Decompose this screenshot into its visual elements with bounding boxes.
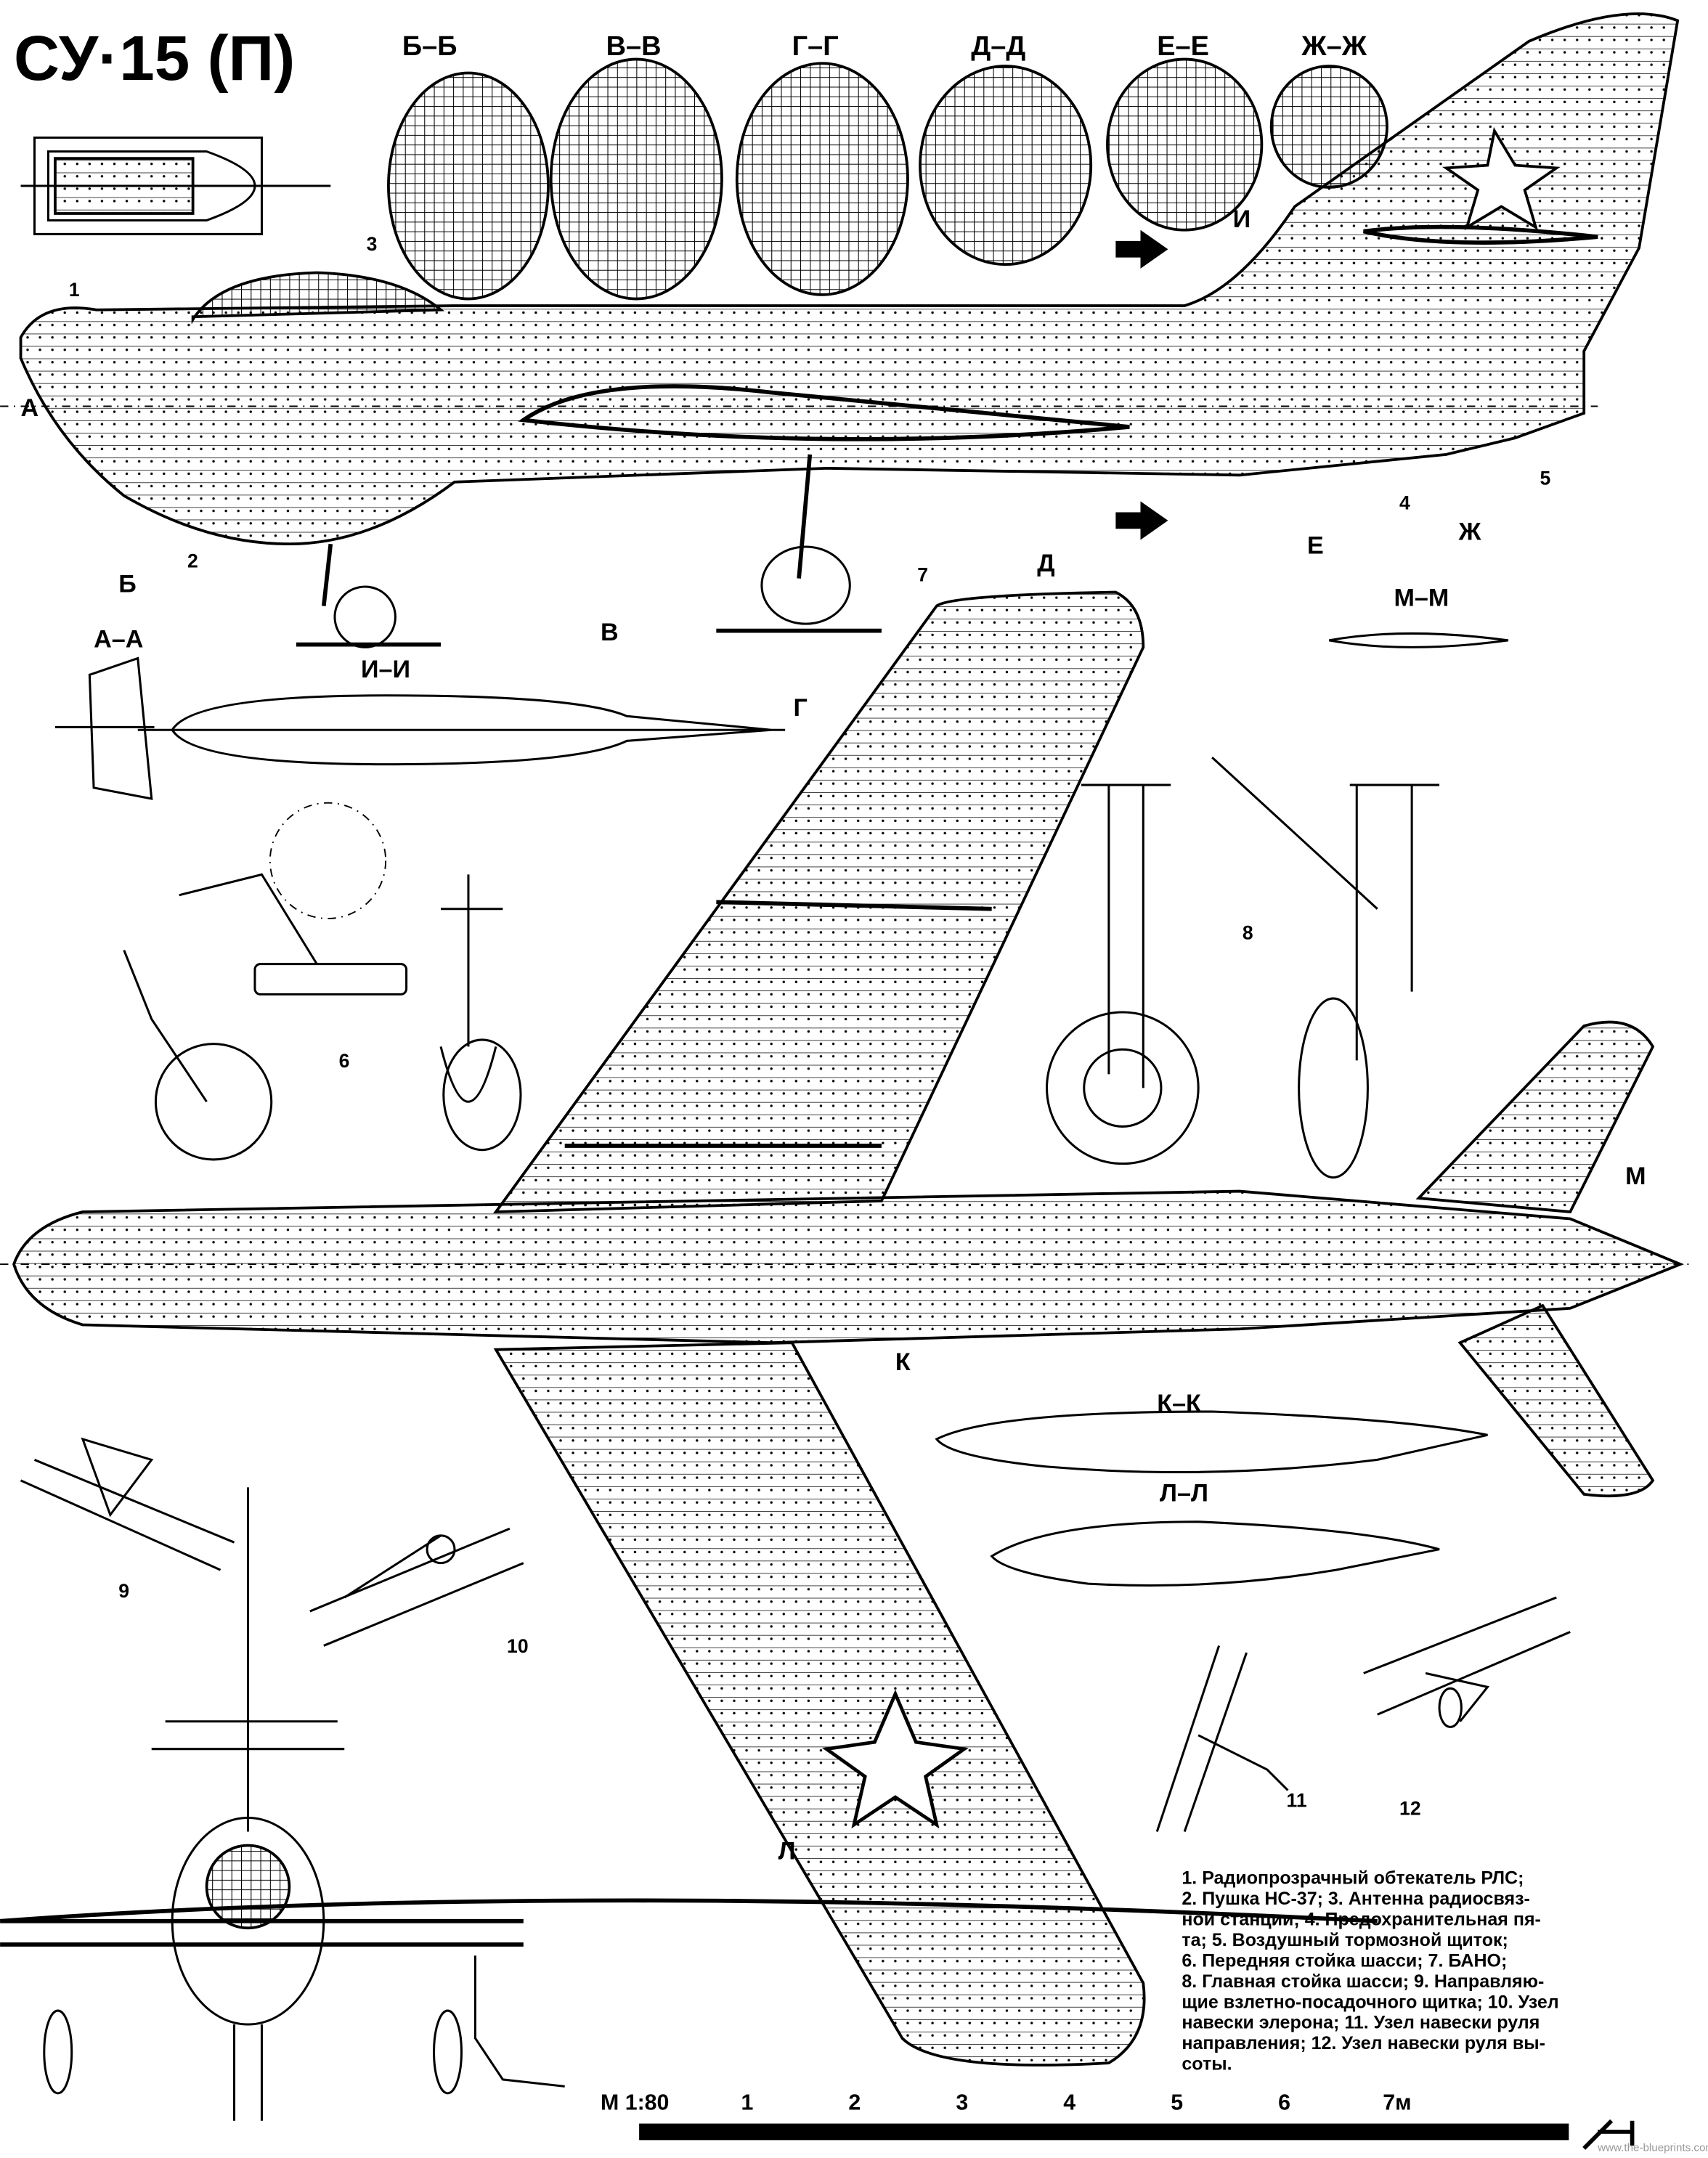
plan-view bbox=[0, 590, 1694, 2067]
section-label-dd: Д–Д bbox=[971, 31, 1025, 62]
callout-2: 2 bbox=[187, 550, 198, 571]
cut-marker-e: Е bbox=[1307, 532, 1324, 559]
section-label-aa: А–А bbox=[94, 625, 143, 653]
section-label-bb: Б–Б bbox=[402, 31, 458, 62]
small-sections: А–А И–И М–М bbox=[54, 585, 1509, 800]
section-gg bbox=[735, 62, 909, 296]
plan-fuselage bbox=[12, 1189, 1685, 1345]
cut-marker-zh: Ж bbox=[1458, 518, 1482, 545]
legend-line: 1. Радиопрозрачный обтекатель РЛС; bbox=[1182, 1868, 1524, 1889]
front-intake bbox=[171, 1817, 325, 2026]
red-star-insignia bbox=[1442, 126, 1561, 231]
scale-tick: 5 bbox=[1171, 2091, 1183, 2115]
cut-marker-k: К bbox=[895, 1348, 911, 1376]
legend-line: щие взлетно-посадочного щитка; 10. Узел bbox=[1182, 1992, 1558, 2012]
scale-tick: 6 bbox=[1278, 2091, 1290, 2115]
side-fuselage bbox=[19, 12, 1680, 546]
legend-line: направления; 12. Узел навески руля вы- bbox=[1182, 2033, 1545, 2053]
cut-marker-v: В bbox=[601, 619, 619, 646]
main-gear-wheel bbox=[1046, 1011, 1200, 1165]
callout-12: 12 bbox=[1399, 1798, 1421, 1820]
section-bb bbox=[387, 71, 550, 301]
scale-label: М 1:80 bbox=[601, 2091, 669, 2115]
legend-line: соты. bbox=[1182, 2054, 1232, 2074]
cut-marker-g: Г bbox=[794, 694, 808, 722]
legend-line: навески элерона; 11. Узел навески руля bbox=[1182, 2013, 1540, 2033]
legend-line: 6. Передняя стойка шасси; 7. БАНО; bbox=[1182, 1950, 1507, 1971]
callouts: 1 2 3 4 5 6 7 8 9 10 11 12 bbox=[69, 233, 1551, 1820]
scale-tick: 3 bbox=[956, 2091, 968, 2115]
callout-3: 3 bbox=[367, 233, 378, 255]
legend-line: ной станции; 4. Предохранительная пя- bbox=[1182, 1909, 1540, 1929]
wing-star-insignia bbox=[821, 1689, 969, 1829]
callout-11: 11 bbox=[1287, 1789, 1307, 1811]
section-vv bbox=[549, 57, 723, 301]
plan-wing-left bbox=[493, 590, 1145, 1214]
scale-tick: 1 bbox=[741, 2091, 753, 2115]
cross-sections-row: Б–Б В–В Г–Г Д–Д Е–Е Ж–Ж bbox=[387, 31, 1388, 301]
scale-bar: М 1:80 1 2 3 4 5 6 7м bbox=[601, 2091, 1635, 2150]
legend-line: та; 5. Воздушный тормозной щиток; bbox=[1182, 1930, 1508, 1950]
side-view bbox=[0, 12, 1680, 648]
section-label-ii: И–И bbox=[361, 656, 410, 683]
watermark: www.the-blueprints.com bbox=[1597, 2142, 1708, 2154]
callout-4: 4 bbox=[1399, 492, 1410, 514]
side-canopy bbox=[191, 271, 445, 325]
callout-5: 5 bbox=[1540, 468, 1551, 489]
hinge-details bbox=[20, 1437, 1571, 1832]
section-dd bbox=[919, 65, 1093, 266]
legend-line: 2. Пушка НС-37; 3. Антенна радиосвяз- bbox=[1182, 1889, 1529, 1909]
cut-marker-d: Д bbox=[1037, 550, 1054, 577]
wing-sections: К–К Л–Л bbox=[935, 1390, 1488, 1587]
cut-marker-m: М bbox=[1625, 1163, 1646, 1190]
plan-tailplane bbox=[1415, 1020, 1655, 1498]
scale-tick: 7м bbox=[1383, 2091, 1411, 2115]
radar-dome-front bbox=[205, 1844, 291, 1930]
canopy-detail bbox=[20, 137, 331, 235]
section-label-ll: Л–Л bbox=[1160, 1479, 1208, 1507]
legend-line: 8. Главная стойка шасси; 9. Направляю- bbox=[1182, 1971, 1544, 1992]
nose-wheel-side bbox=[333, 585, 396, 648]
callout-8: 8 bbox=[1243, 921, 1253, 943]
scale-tick: 2 bbox=[848, 2091, 861, 2115]
nose-gear-wheel bbox=[154, 1043, 273, 1161]
section-label-vv: В–В bbox=[606, 31, 662, 62]
author-signature bbox=[1582, 2119, 1635, 2150]
section-label-ee: Е–Е bbox=[1157, 31, 1209, 62]
cut-markers: А Б В Г Д Е Ж И К Л М bbox=[21, 205, 1646, 1865]
section-label-kk: К–К bbox=[1157, 1390, 1201, 1417]
callout-1: 1 bbox=[69, 279, 80, 301]
callout-9: 9 bbox=[118, 1580, 129, 1602]
scale-tick: 4 bbox=[1063, 2091, 1075, 2115]
callout-6: 6 bbox=[339, 1050, 350, 1072]
plan-wing-right bbox=[493, 1341, 1146, 2067]
landing-gear-details bbox=[123, 757, 1440, 1179]
main-wheel-side bbox=[760, 545, 851, 625]
cut-marker-a: А bbox=[21, 394, 39, 422]
side-wing-root bbox=[518, 384, 1130, 441]
callout-10: 10 bbox=[507, 1635, 529, 1657]
cut-marker-l: Л bbox=[778, 1837, 796, 1865]
section-label-mm: М–М bbox=[1394, 585, 1449, 612]
cut-marker-i: И bbox=[1233, 205, 1251, 233]
section-ee bbox=[1106, 57, 1264, 232]
side-tailplane bbox=[1363, 224, 1598, 245]
drawing-title: СУ·15 (П) bbox=[14, 23, 295, 94]
callout-7: 7 bbox=[917, 563, 928, 585]
front-view bbox=[0, 1487, 1378, 2121]
section-label-zhzh: Ж–Ж bbox=[1301, 31, 1367, 62]
section-label-gg: Г–Г bbox=[792, 31, 839, 62]
cut-marker-b: Б bbox=[118, 571, 137, 598]
legend: 1. Радиопрозрачный обтекатель РЛС; 2. Пу… bbox=[1182, 1868, 1558, 2074]
